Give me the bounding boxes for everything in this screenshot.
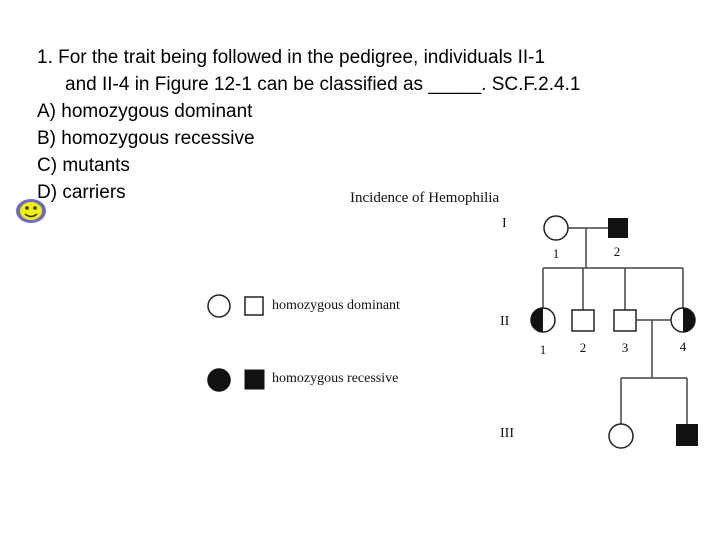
individual-ii-4 [670,307,696,333]
legend-label-dominant: homozygous dominant [272,298,400,313]
legend-filled-square [244,369,265,390]
individual-number-ii-1: 1 [539,342,547,357]
option-c[interactable]: C) mutants [37,155,130,176]
option-b[interactable]: B) homozygous recessive [37,128,255,149]
individual-number-ii-2: 2 [579,340,587,355]
option-d[interactable]: D) carriers [37,182,126,203]
individual-number-i-2: 2 [613,244,621,259]
legend-open-square [244,296,264,316]
option-a[interactable]: A) homozygous dominant [37,101,253,122]
individual-number-i-1: 1 [552,246,560,261]
individual-ii-3 [613,309,637,332]
individual-number-ii-4: 4 [679,339,687,354]
generation-label-ii: II [500,314,510,329]
individual-i-1 [543,215,569,241]
question-stem-line-1: 1. For the trait being followed in the p… [37,47,546,68]
generation-label-i: I [502,216,507,231]
smiley-icon [16,199,46,223]
individual-iii-1 [608,423,634,449]
individual-iii-2 [676,424,698,446]
legend-filled-circle [207,368,231,392]
legend-open-circle [207,294,231,318]
individual-ii-1 [530,307,556,333]
question-block: 1. For the trait being followed in the p… [37,44,697,206]
individual-number-ii-3: 3 [621,340,629,355]
generation-label-iii: III [500,426,514,441]
individual-ii-2 [571,309,595,332]
legend-label-recessive: homozygous recessive [272,371,399,386]
diagram-title: Incidence of Hemophilia [350,190,500,206]
individual-i-2 [608,218,628,238]
question-stem-line-2: and II-4 in Figure 12-1 can be classifie… [65,74,581,95]
